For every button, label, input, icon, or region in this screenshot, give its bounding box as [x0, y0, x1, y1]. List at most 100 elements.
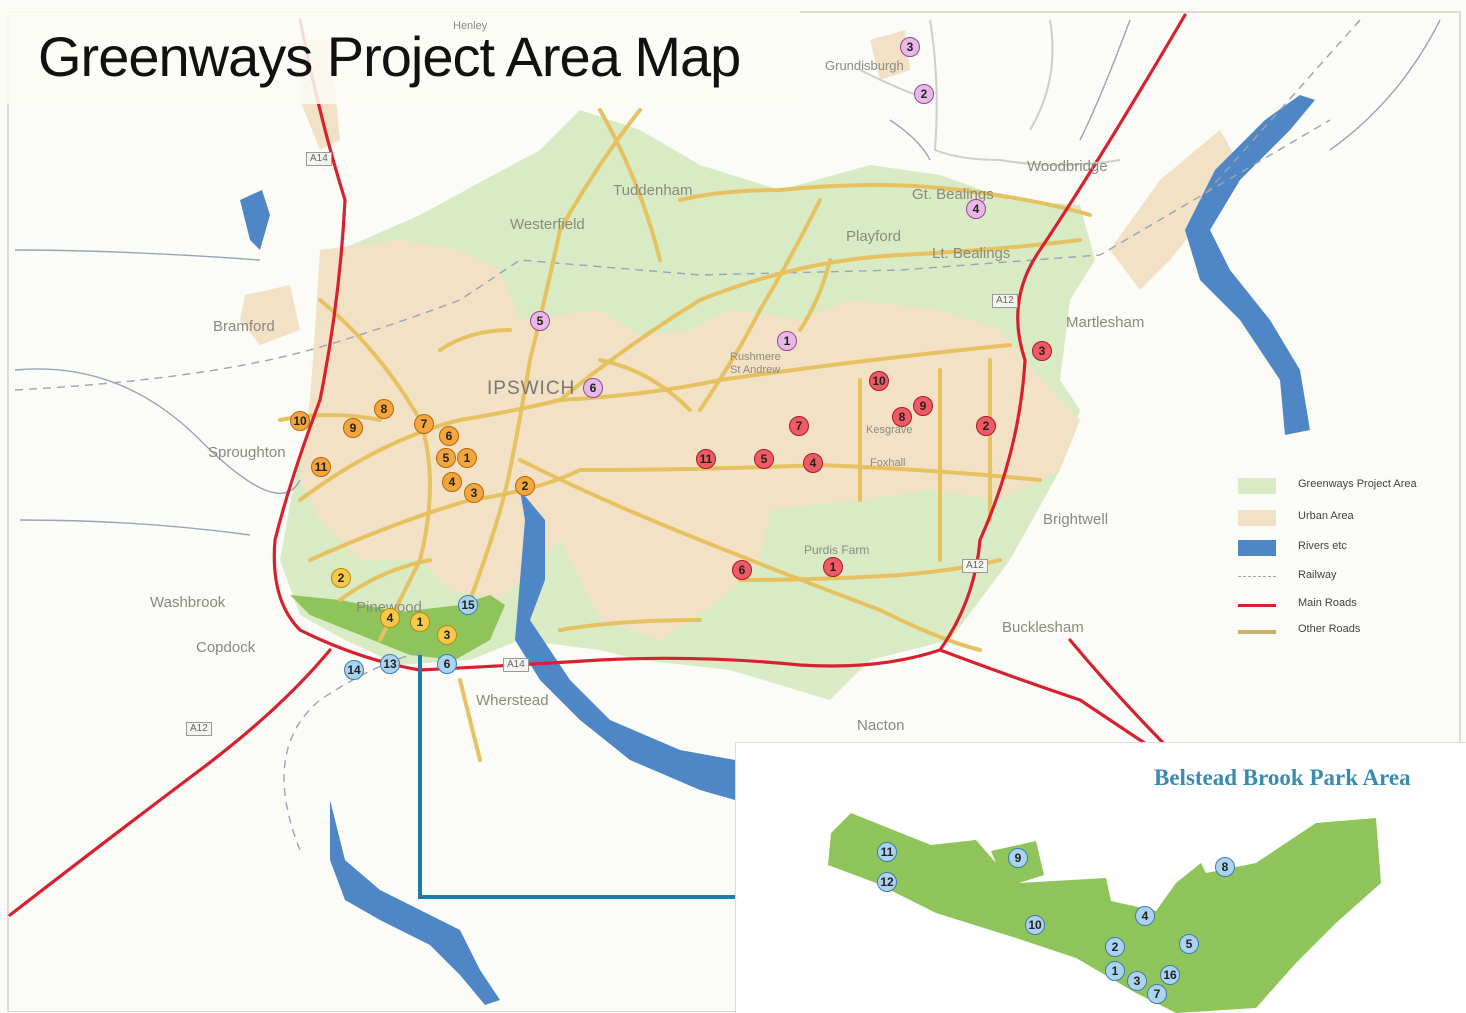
- inset-panel: Belstead Brook Park Area 11 12 9 8 10 4 …: [735, 742, 1466, 1013]
- site-marker-orange[interactable]: 5: [436, 448, 456, 468]
- road-label-a12-ne: A12: [992, 294, 1018, 308]
- legend-swatch-rivers: [1238, 540, 1276, 556]
- site-marker-orange[interactable]: 1: [457, 448, 477, 468]
- site-marker-blue[interactable]: 12: [877, 872, 897, 892]
- place-sproughton: Sproughton: [208, 444, 286, 461]
- site-marker-orange[interactable]: 3: [464, 483, 484, 503]
- site-marker-red[interactable]: 2: [976, 416, 996, 436]
- site-marker-orange[interactable]: 8: [374, 399, 394, 419]
- site-marker-blue[interactable]: 3: [1127, 971, 1147, 991]
- site-marker-orange[interactable]: 2: [515, 476, 535, 496]
- site-marker-blue[interactable]: 11: [877, 842, 897, 862]
- site-marker-purple[interactable]: 4: [966, 199, 986, 219]
- place-bramford: Bramford: [213, 318, 275, 335]
- place-ipswich: IPSWICH: [487, 378, 576, 399]
- site-marker-purple[interactable]: 5: [530, 311, 550, 331]
- site-marker-blue[interactable]: 1: [1105, 961, 1125, 981]
- site-marker-purple[interactable]: 1: [777, 331, 797, 351]
- legend-label: Other Roads: [1298, 623, 1361, 635]
- site-marker-purple[interactable]: 2: [914, 84, 934, 104]
- legend-line-main-roads: [1238, 604, 1276, 607]
- inset-title: Belstead Brook Park Area: [1154, 765, 1411, 790]
- site-marker-red[interactable]: 11: [696, 449, 716, 469]
- site-marker-red[interactable]: 6: [732, 560, 752, 580]
- river-orwell: [515, 490, 735, 800]
- legend-item-greenways: Greenways Project Area: [1238, 474, 1458, 494]
- lake-nw: [240, 190, 270, 250]
- site-marker-red[interactable]: 4: [803, 453, 823, 473]
- site-marker-blue[interactable]: 6: [437, 654, 457, 674]
- river-alton: [330, 800, 500, 1005]
- site-marker-blue[interactable]: 16: [1160, 965, 1180, 985]
- title-backdrop: [0, 8, 800, 104]
- site-marker-blue[interactable]: 4: [1135, 906, 1155, 926]
- site-marker-yellow[interactable]: 1: [410, 612, 430, 632]
- place-kesgrave: Kesgrave: [866, 424, 913, 436]
- inset-pointer-arrow: [418, 655, 775, 899]
- railway: [14, 19, 1361, 851]
- legend-swatch-greenways: [1238, 478, 1276, 494]
- site-marker-orange[interactable]: 11: [311, 457, 331, 477]
- road-label-a14-nw: A14: [306, 152, 332, 166]
- place-rushmere: Rushmere: [730, 351, 781, 363]
- place-foxhall: Foxhall: [870, 457, 906, 469]
- place-henley: Henley: [453, 20, 488, 32]
- inset-canvas: [828, 813, 1381, 1013]
- site-marker-blue[interactable]: 7: [1147, 984, 1167, 1004]
- legend-label: Greenways Project Area: [1298, 478, 1417, 490]
- site-marker-orange[interactable]: 7: [414, 414, 434, 434]
- place-westerfield: Westerfield: [510, 216, 585, 233]
- site-marker-red[interactable]: 8: [892, 407, 912, 427]
- site-marker-orange[interactable]: 10: [290, 411, 310, 431]
- place-nacton: Nacton: [857, 717, 905, 734]
- site-marker-red[interactable]: 10: [869, 371, 889, 391]
- site-marker-orange[interactable]: 4: [442, 472, 462, 492]
- site-marker-blue[interactable]: 15: [458, 595, 478, 615]
- legend-item-rivers: Rivers etc: [1238, 536, 1458, 556]
- place-brightwell: Brightwell: [1043, 511, 1109, 528]
- site-marker-blue[interactable]: 13: [380, 654, 400, 674]
- site-marker-blue[interactable]: 2: [1105, 937, 1125, 957]
- place-martlesham: Martlesham: [1066, 314, 1145, 331]
- urban-area-ipswich: [300, 240, 1080, 640]
- site-marker-blue[interactable]: 8: [1215, 857, 1235, 877]
- site-marker-red[interactable]: 1: [823, 557, 843, 577]
- map-title: Greenways Project Area Map: [38, 25, 741, 88]
- legend-label: Urban Area: [1298, 510, 1354, 522]
- place-wherstead: Wherstead: [476, 692, 549, 709]
- place-woodbridge: Woodbridge: [1027, 158, 1108, 175]
- site-marker-red[interactable]: 3: [1032, 341, 1052, 361]
- site-marker-yellow[interactable]: 2: [331, 568, 351, 588]
- site-marker-red[interactable]: 9: [913, 396, 933, 416]
- site-marker-red[interactable]: 7: [789, 416, 809, 436]
- site-marker-purple[interactable]: 6: [583, 378, 603, 398]
- place-purdis-farm: Purdis Farm: [804, 543, 870, 557]
- legend-label: Rivers etc: [1298, 540, 1347, 552]
- place-grundisburgh: Grundisburgh: [825, 58, 904, 73]
- site-marker-blue[interactable]: 10: [1025, 915, 1045, 935]
- legend-line-railway: [1238, 576, 1276, 577]
- place-gt-bealings: Gt. Bealings: [912, 186, 994, 203]
- site-marker-blue[interactable]: 14: [344, 660, 364, 680]
- site-marker-orange[interactable]: 9: [343, 418, 363, 438]
- road-label-a12-e: A12: [962, 559, 988, 573]
- road-label-a14-s: A14: [503, 658, 529, 672]
- place-bucklesham: Bucklesham: [1002, 619, 1084, 636]
- site-marker-blue[interactable]: 5: [1179, 934, 1199, 954]
- legend-label: Railway: [1298, 569, 1337, 581]
- place-pinewood: Pinewood: [356, 599, 422, 616]
- belstead-brook-park-area: [828, 813, 1381, 1013]
- place-copdock: Copdock: [196, 639, 256, 656]
- site-marker-orange[interactable]: 6: [439, 426, 459, 446]
- site-marker-yellow[interactable]: 3: [437, 625, 457, 645]
- place-playford: Playford: [846, 228, 902, 245]
- urban-area-bramford: [240, 285, 300, 345]
- legend-item-main-roads: Main Roads: [1238, 593, 1458, 613]
- legend-label: Main Roads: [1298, 597, 1357, 609]
- site-marker-yellow[interactable]: 4: [380, 608, 400, 628]
- site-marker-blue[interactable]: 9: [1008, 848, 1028, 868]
- site-marker-red[interactable]: 5: [754, 449, 774, 469]
- place-tuddenham: Tuddenham: [613, 182, 693, 199]
- site-marker-purple[interactable]: 3: [900, 37, 920, 57]
